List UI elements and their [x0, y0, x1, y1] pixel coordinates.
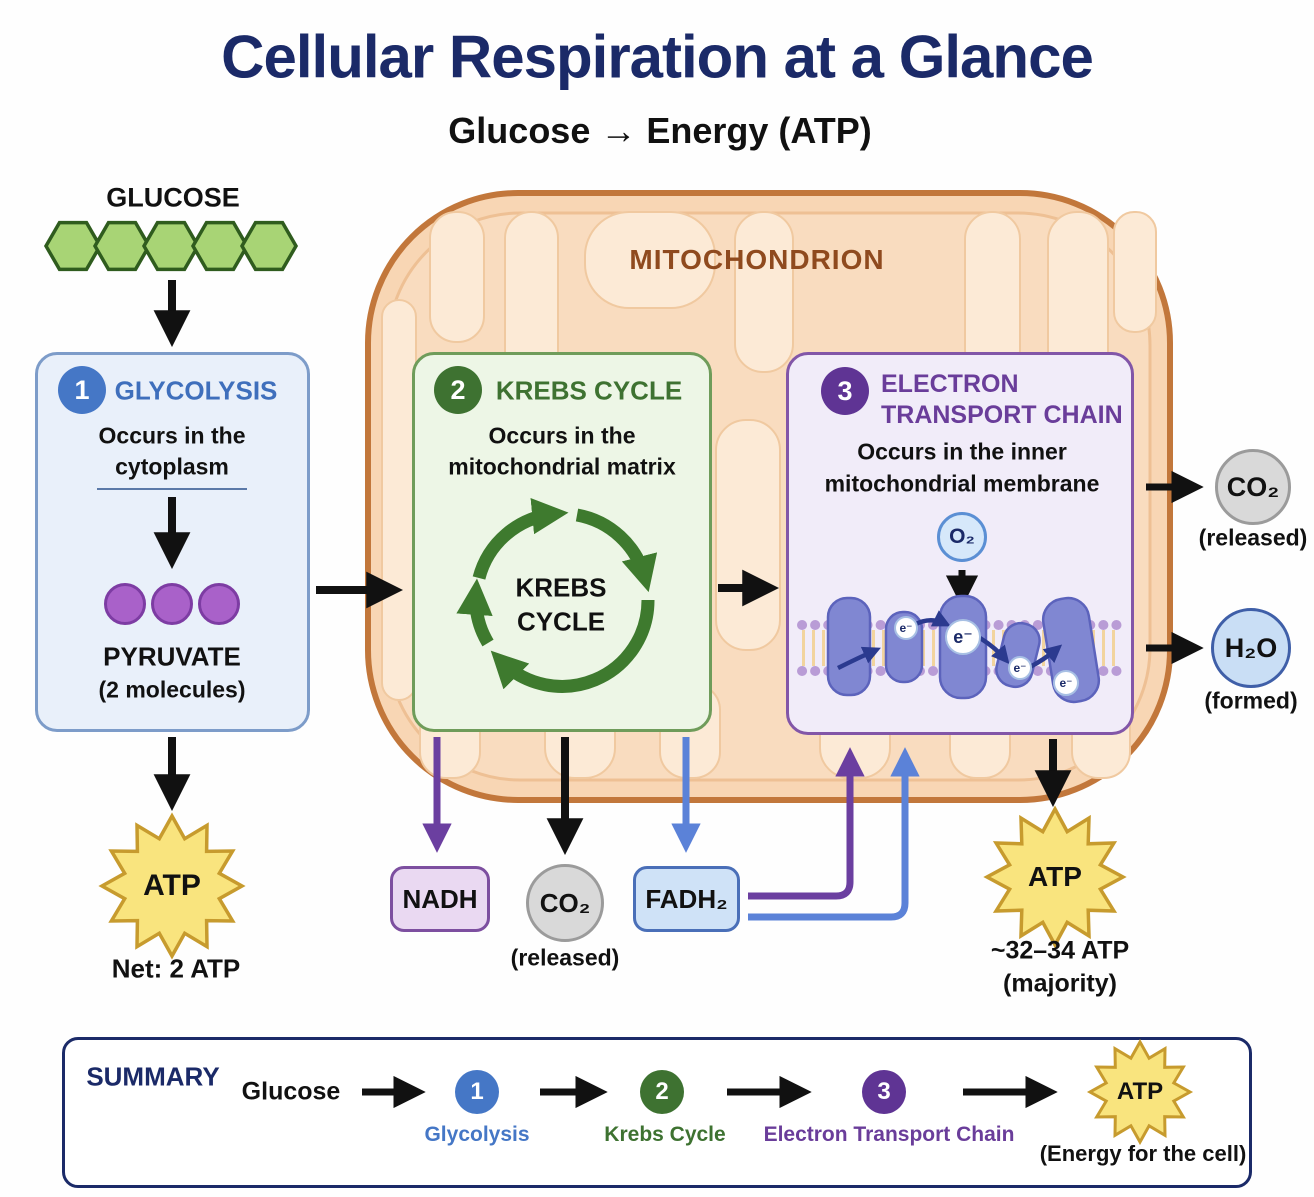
- krebs-location-line2: mitochondrial matrix: [448, 453, 676, 480]
- etc-location-line2: mitochondrial membrane: [824, 470, 1100, 497]
- pyruvate-molecule-icon: [198, 583, 240, 625]
- etc-title: ELECTRON TRANSPORT CHAIN: [881, 369, 1123, 431]
- krebs-step-badge: 2: [434, 366, 482, 414]
- krebs-co2-note: (released): [510, 944, 620, 971]
- etc-atp-note-line1: ~32–34 ATP: [990, 936, 1130, 965]
- summary-glucose-label: Glucose: [241, 1077, 341, 1106]
- electron-badge: e⁻: [1008, 656, 1032, 680]
- pyruvate-molecule-icon: [151, 583, 193, 625]
- co2-released-note: (released): [1198, 524, 1308, 551]
- krebs-cycle-label-line1: KREBS: [515, 572, 607, 603]
- co2-released-badge: CO₂: [1215, 449, 1291, 525]
- glucose-molecule-icon: [44, 220, 298, 272]
- summary-heading: SUMMARY: [86, 1061, 220, 1092]
- glycolysis-location-line2: cytoplasm: [115, 453, 229, 480]
- electron-badge: e⁻: [894, 616, 918, 640]
- glycolysis-location-line1: Occurs in the: [98, 422, 246, 449]
- pyruvate-molecule-icon: [104, 583, 146, 625]
- etc-location-line1: Occurs in the inner: [857, 438, 1067, 465]
- electron-badge: e⁻: [945, 619, 981, 655]
- etc-atp-note-line2: (majority): [1003, 969, 1117, 998]
- nadh-badge: NADH: [390, 866, 490, 932]
- etc-atp-star-label: ATP: [1028, 861, 1082, 892]
- summary-step-2-label: Krebs Cycle: [604, 1123, 726, 1146]
- pyruvate-note: (2 molecules): [98, 676, 246, 703]
- o2-molecule-badge: O₂: [937, 512, 987, 562]
- summary-step-1-badge: 1: [455, 1070, 499, 1114]
- h2o-formed-badge: H₂O: [1211, 608, 1291, 688]
- h2o-formed-note: (formed): [1204, 687, 1298, 714]
- etc-title-line1: ELECTRON: [881, 370, 1019, 398]
- krebs-cycle-label-line2: CYCLE: [516, 606, 606, 637]
- glycolysis-step-badge: 1: [58, 366, 106, 414]
- glycolysis-atp-star-label: ATP: [143, 869, 201, 902]
- mitochondrion-label: MITOCHONDRION: [629, 244, 885, 275]
- pyruvate-label: PYRUVATE: [103, 641, 241, 672]
- summary-atp-note: (Energy for the cell): [1039, 1141, 1247, 1166]
- etc-step-badge: 3: [821, 367, 869, 415]
- krebs-location-line1: Occurs in the: [488, 422, 636, 449]
- krebs-title: KREBS CYCLE: [495, 375, 683, 406]
- page-title: Cellular Respiration at a Glance: [221, 23, 1094, 91]
- summary-step-3-label: Electron Transport Chain: [763, 1123, 1015, 1146]
- glucose-label: GLUCOSE: [106, 182, 240, 213]
- krebs-co2-badge: CO₂: [526, 864, 604, 942]
- page-subtitle: Glucose → Energy (ATP): [448, 110, 872, 151]
- nadh-to-etc-connector: [748, 747, 865, 900]
- fadh2-to-etc-connector: [748, 747, 920, 921]
- summary-step-1-label: Glycolysis: [424, 1123, 530, 1146]
- glycolysis-atp-note: Net: 2 ATP: [111, 953, 241, 984]
- fadh2-badge: FADH₂: [633, 866, 740, 932]
- electron-badge: e⁻: [1053, 670, 1079, 696]
- glycolysis-title: GLYCOLYSIS: [114, 375, 278, 406]
- summary-step-2-badge: 2: [640, 1070, 684, 1114]
- summary-atp-star-label: ATP: [1116, 1078, 1164, 1105]
- etc-title-line2: TRANSPORT CHAIN: [881, 401, 1123, 429]
- summary-step-3-badge: 3: [862, 1070, 906, 1114]
